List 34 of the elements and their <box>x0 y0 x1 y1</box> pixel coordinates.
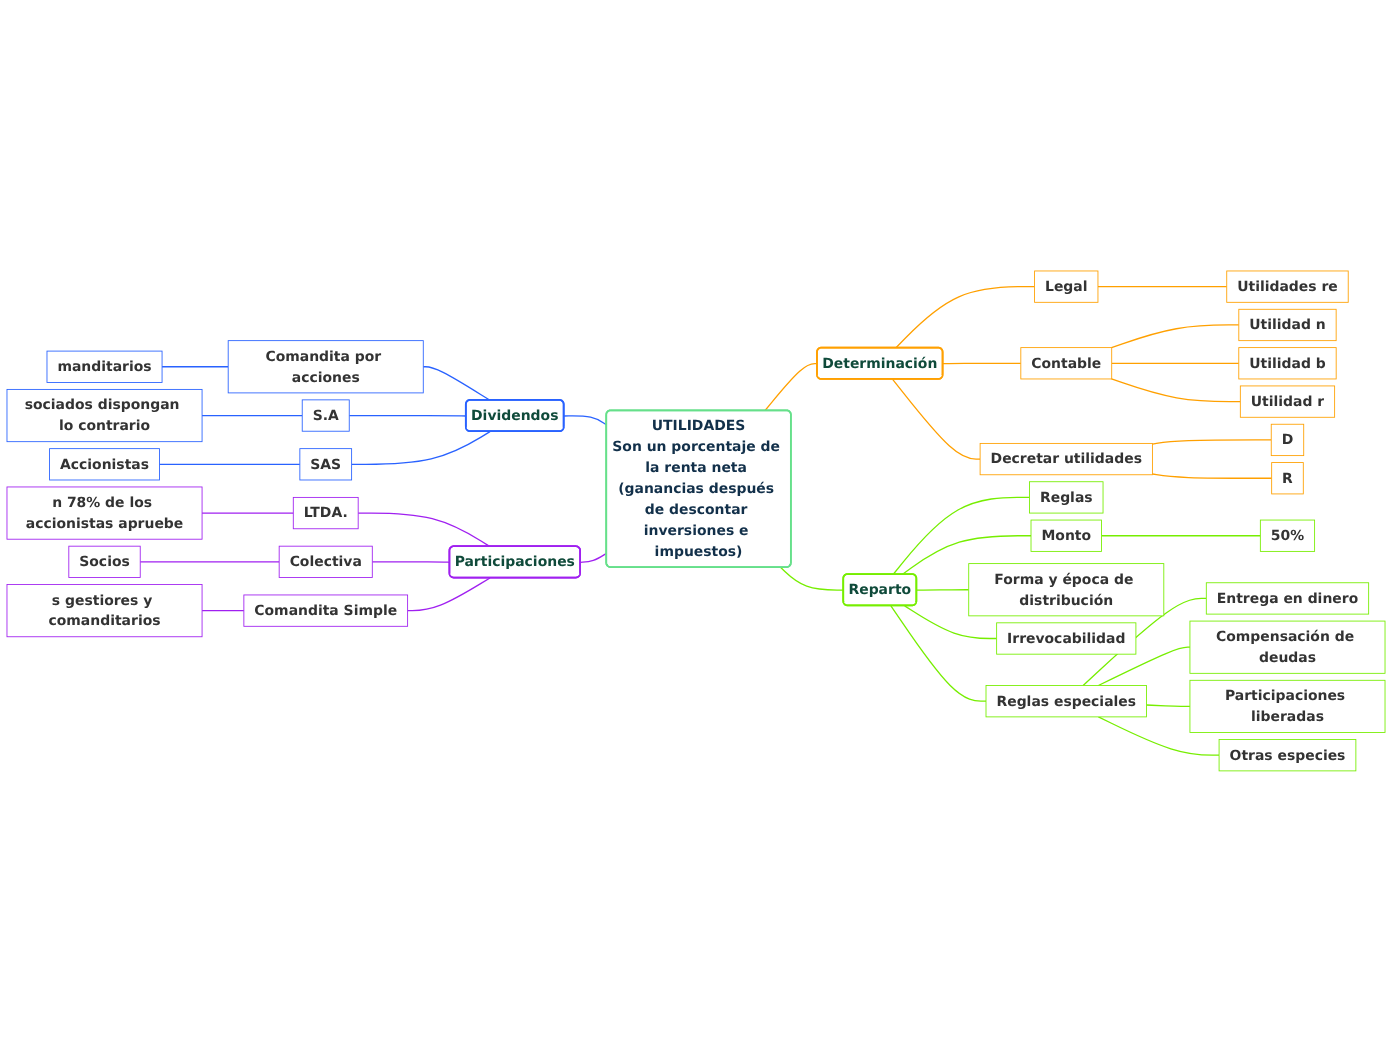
connector <box>139 560 280 562</box>
connector <box>406 576 491 611</box>
connector <box>903 604 998 639</box>
connector <box>1111 361 1240 363</box>
connector <box>916 588 970 590</box>
connector <box>892 495 1031 575</box>
connector <box>422 365 491 400</box>
connector <box>1100 534 1261 536</box>
connector <box>892 377 981 459</box>
connector <box>201 511 294 513</box>
connector <box>1110 323 1240 348</box>
connector <box>764 362 819 411</box>
connector <box>161 365 229 367</box>
connector <box>895 285 1036 348</box>
connector <box>901 534 1032 575</box>
connector <box>563 414 608 425</box>
connector <box>1110 377 1241 402</box>
connector <box>357 511 491 547</box>
connector <box>1145 703 1191 707</box>
connector <box>1097 645 1191 686</box>
connector <box>579 551 608 562</box>
connector <box>1097 715 1220 755</box>
connector <box>1151 438 1272 444</box>
connector <box>371 560 451 562</box>
connector <box>348 413 467 416</box>
connector <box>201 609 245 611</box>
connector <box>158 462 301 465</box>
connector <box>1151 472 1273 478</box>
connector <box>780 565 845 590</box>
connector <box>1097 285 1228 287</box>
connector <box>942 361 1022 364</box>
connector <box>890 604 987 701</box>
connector <box>350 430 491 465</box>
connector <box>201 413 303 416</box>
